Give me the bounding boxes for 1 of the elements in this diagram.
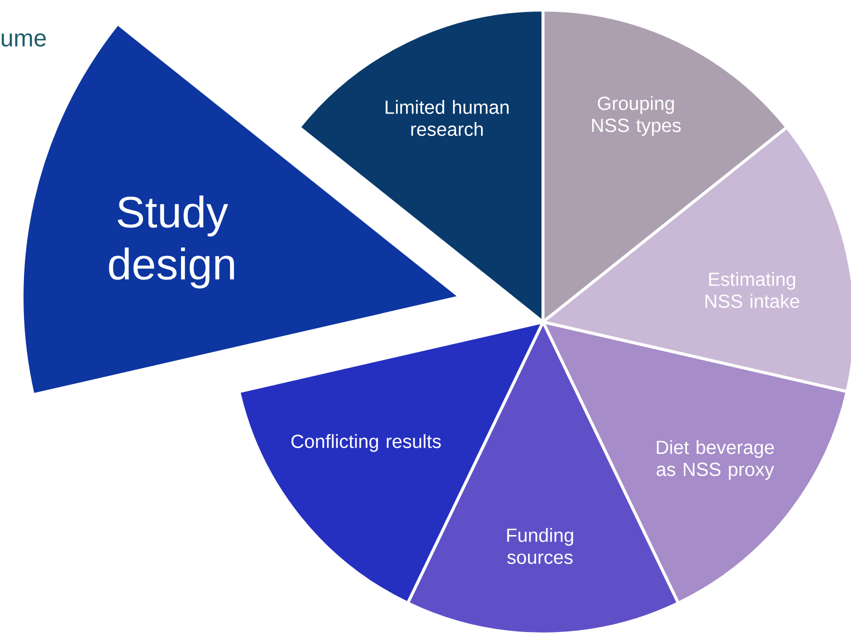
pie-slice: Limited human research	[298, 8, 544, 324]
